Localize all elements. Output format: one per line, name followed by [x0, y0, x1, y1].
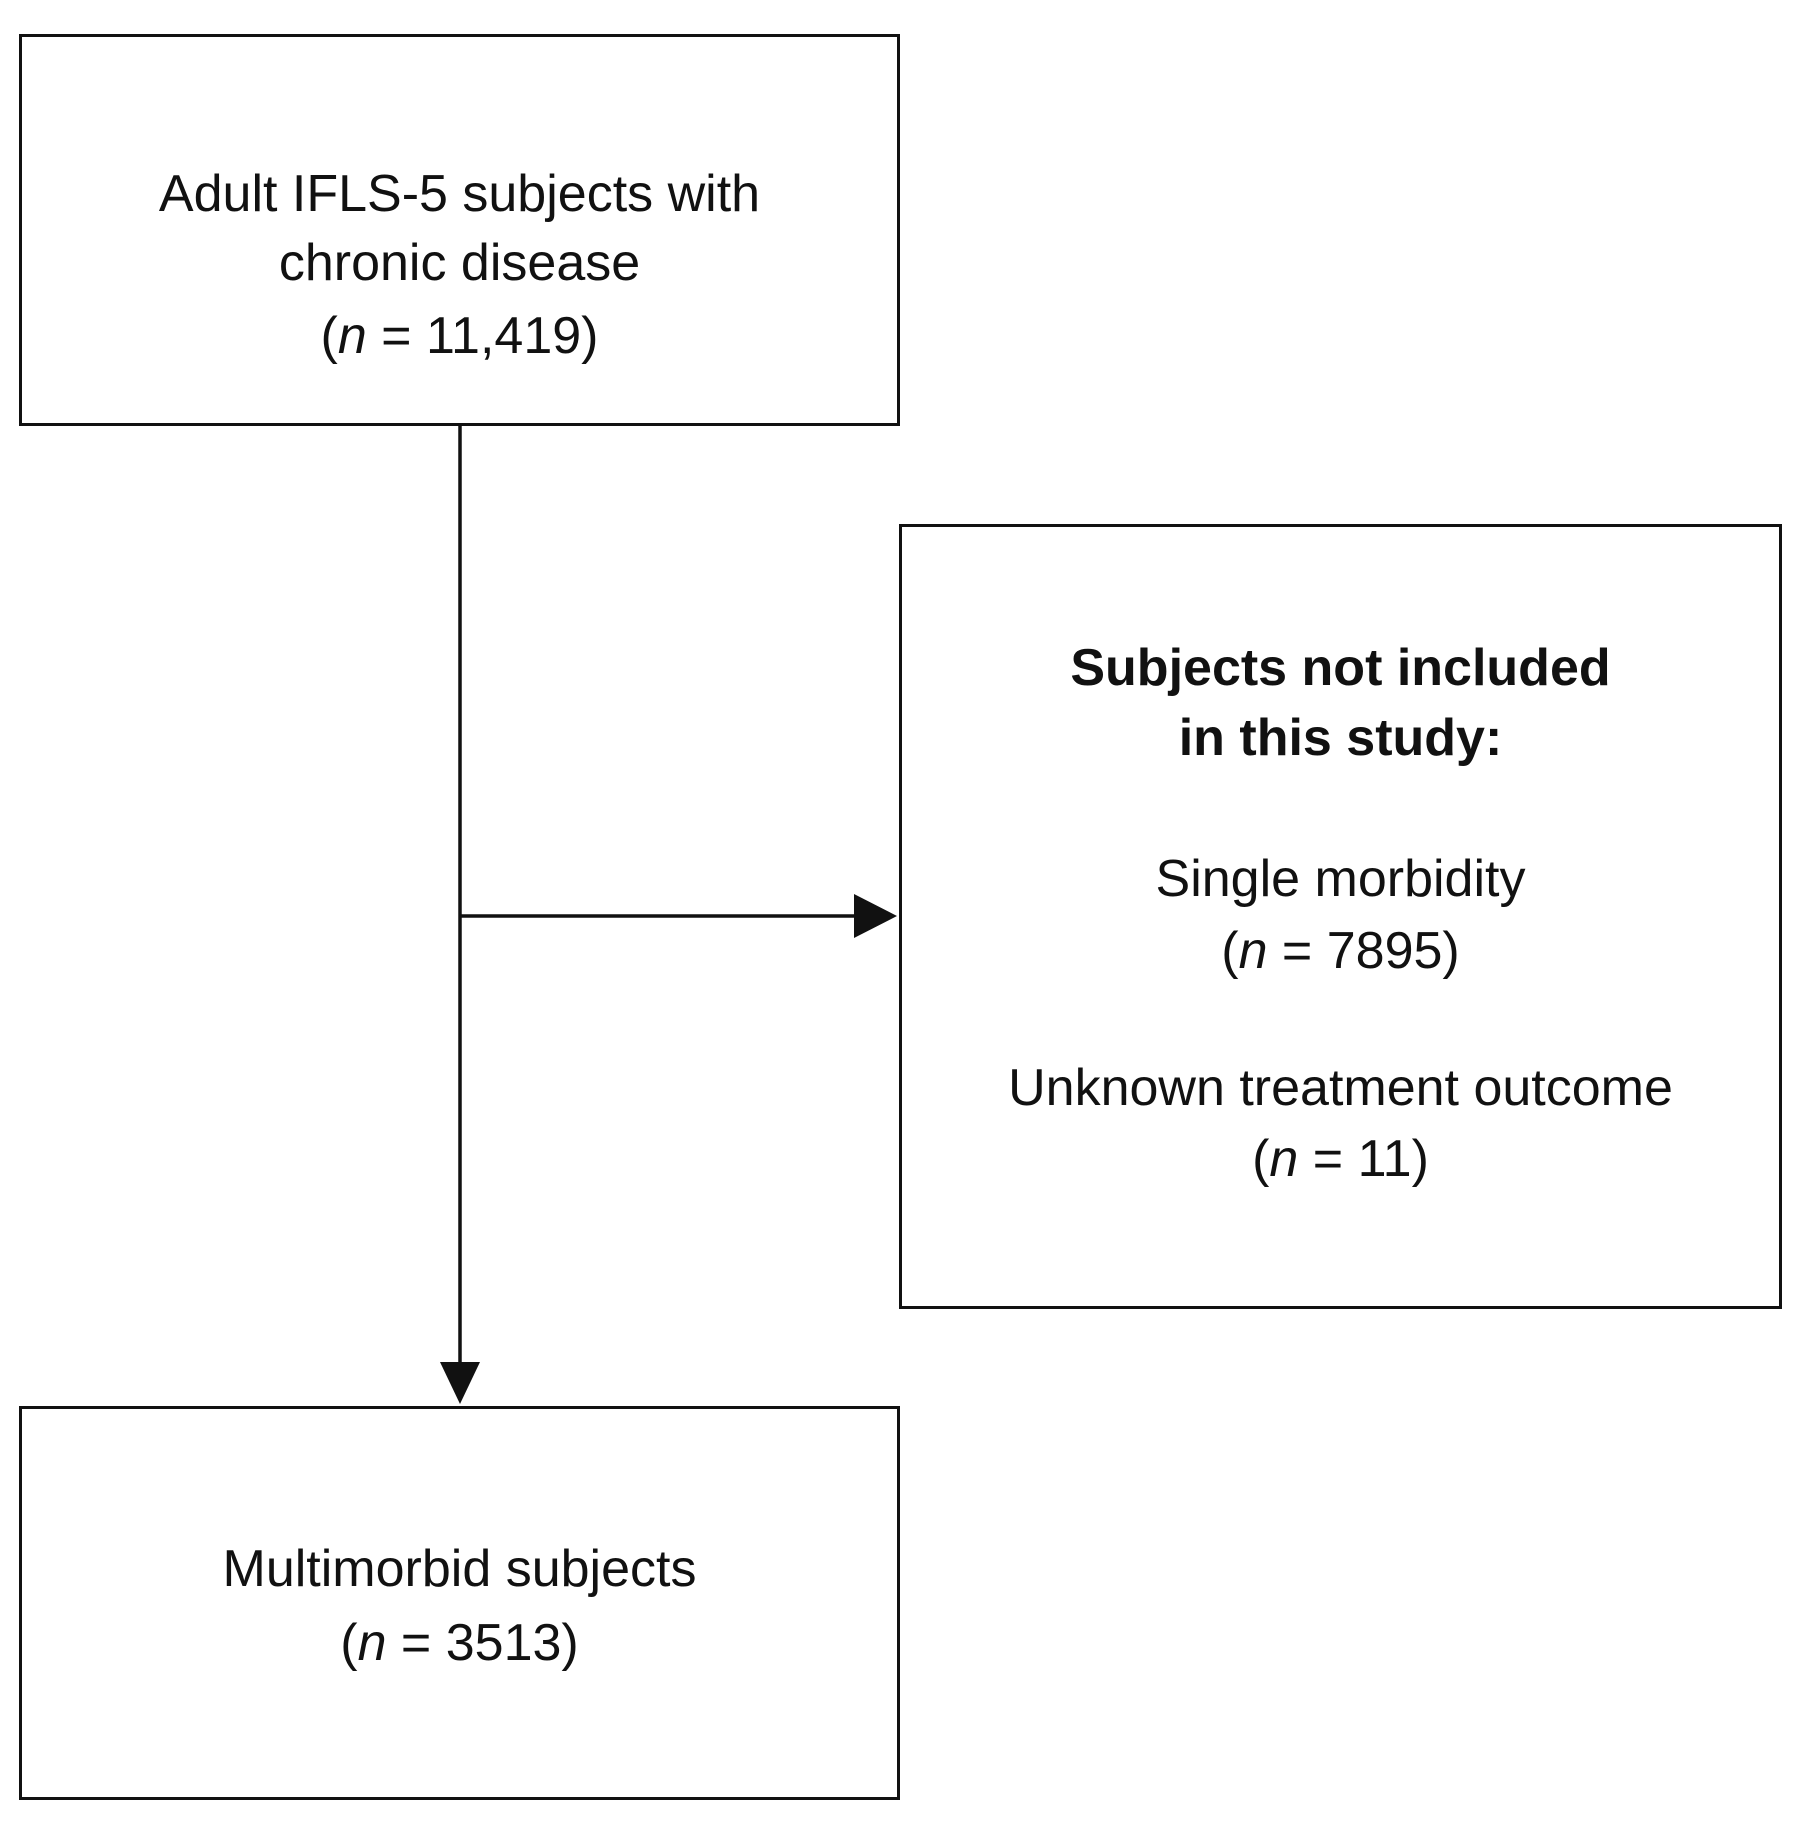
single-morbidity-label: Single morbidity: [1155, 850, 1526, 908]
multimorbid-label: Multimorbid subjects: [222, 1540, 697, 1598]
cohort-label-line1: Adult IFLS-5 subjects with: [158, 165, 761, 223]
multimorbid-count: (n = 3513): [340, 1614, 579, 1672]
excluded-heading-line2: in this study:: [1178, 709, 1503, 767]
excluded-heading-line1: Subjects not included: [1070, 639, 1611, 697]
multimorbid-box: Multimorbid subjects (n = 3513): [19, 1406, 900, 1800]
cohort-box: Adult IFLS-5 subjects with chronic disea…: [19, 34, 900, 426]
single-morbidity-count: (n = 7895): [1221, 922, 1460, 980]
cohort-label-line2: chronic disease: [278, 234, 641, 292]
arrowhead-down: [440, 1362, 480, 1404]
excluded-box: Subjects not included in this study: Sin…: [899, 524, 1782, 1309]
unknown-outcome-label: Unknown treatment outcome: [1008, 1059, 1673, 1117]
arrowhead-right: [854, 894, 897, 938]
unknown-outcome-count: (n = 11): [1252, 1130, 1429, 1188]
cohort-count: (n = 11,419): [320, 307, 599, 365]
